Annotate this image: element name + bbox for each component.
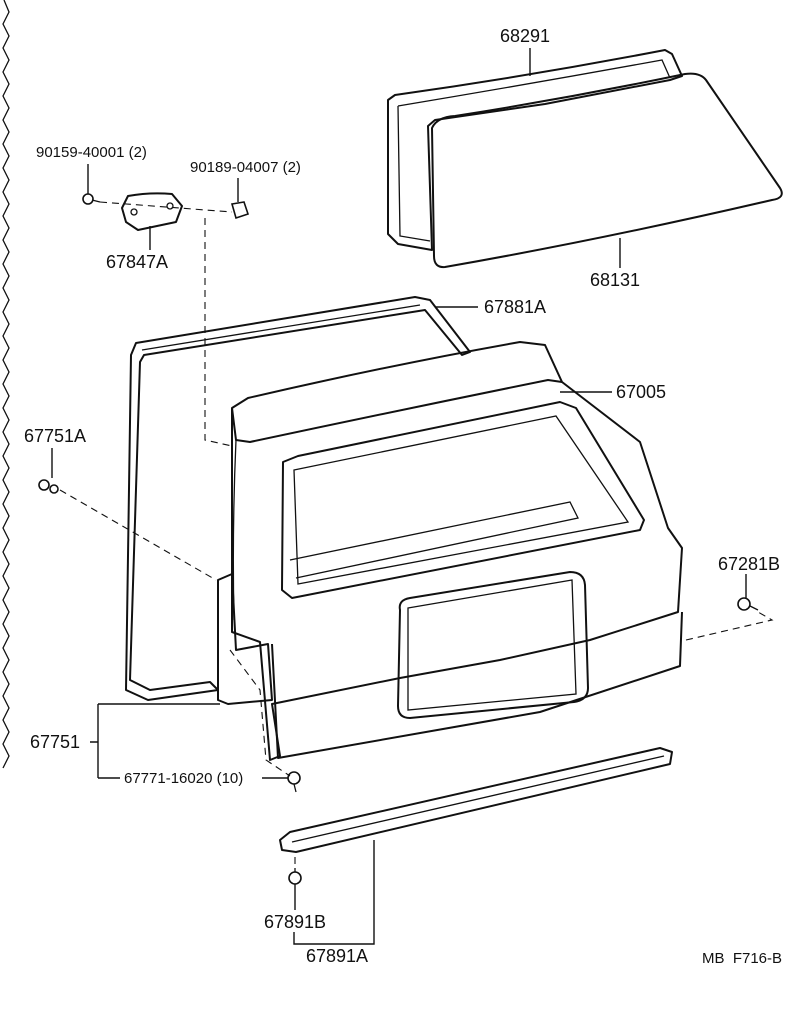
label-67847A: 67847A: [106, 252, 168, 272]
label-68291: 68291: [500, 26, 550, 46]
nut-90189-icon: [230, 201, 250, 220]
back-door-panel-67005: [231, 341, 683, 761]
label-67881A: 67881A: [484, 297, 546, 317]
label-90159-40001: 90159-40001 (2): [36, 144, 147, 161]
clip-67771-icon: [287, 771, 301, 793]
label-67751A: 67751A: [24, 426, 86, 446]
assembly-line: [229, 649, 291, 777]
inner-trim-board-67751: [217, 573, 273, 705]
bracket-67847A: [121, 192, 183, 231]
clip-67281B-icon: [737, 597, 759, 611]
label-67281B: 67281B: [718, 554, 780, 574]
back-window-glass-68131: [431, 72, 783, 269]
door-weatherstrip-67881A: [125, 296, 471, 701]
assembly-line: [59, 489, 217, 581]
lower-molding-67891A: [279, 747, 673, 853]
label-67891A: 67891A: [306, 946, 368, 966]
label-67005: 67005: [616, 382, 666, 402]
leader-line: [90, 703, 288, 779]
label-68131: 68131: [590, 270, 640, 290]
assembly-line: [99, 201, 233, 213]
label-67751: 67751: [30, 732, 80, 752]
assembly-line: [685, 611, 774, 641]
leader-line: [293, 840, 375, 945]
label-67891B: 67891B: [264, 912, 326, 932]
reference-code: MB F716-B: [702, 950, 782, 967]
screw-67891B-icon: [288, 868, 302, 885]
label-90189-04007: 90189-04007 (2): [190, 159, 301, 176]
assembly-line: [204, 218, 233, 447]
screw-90159-icon: [82, 193, 101, 205]
page-binding-edge: [2, 0, 10, 769]
glass-weatherstrip-68291: [387, 49, 683, 251]
label-67771-16020: 67771-16020 (10): [124, 770, 243, 787]
screw-67751A-icon: [38, 479, 59, 494]
